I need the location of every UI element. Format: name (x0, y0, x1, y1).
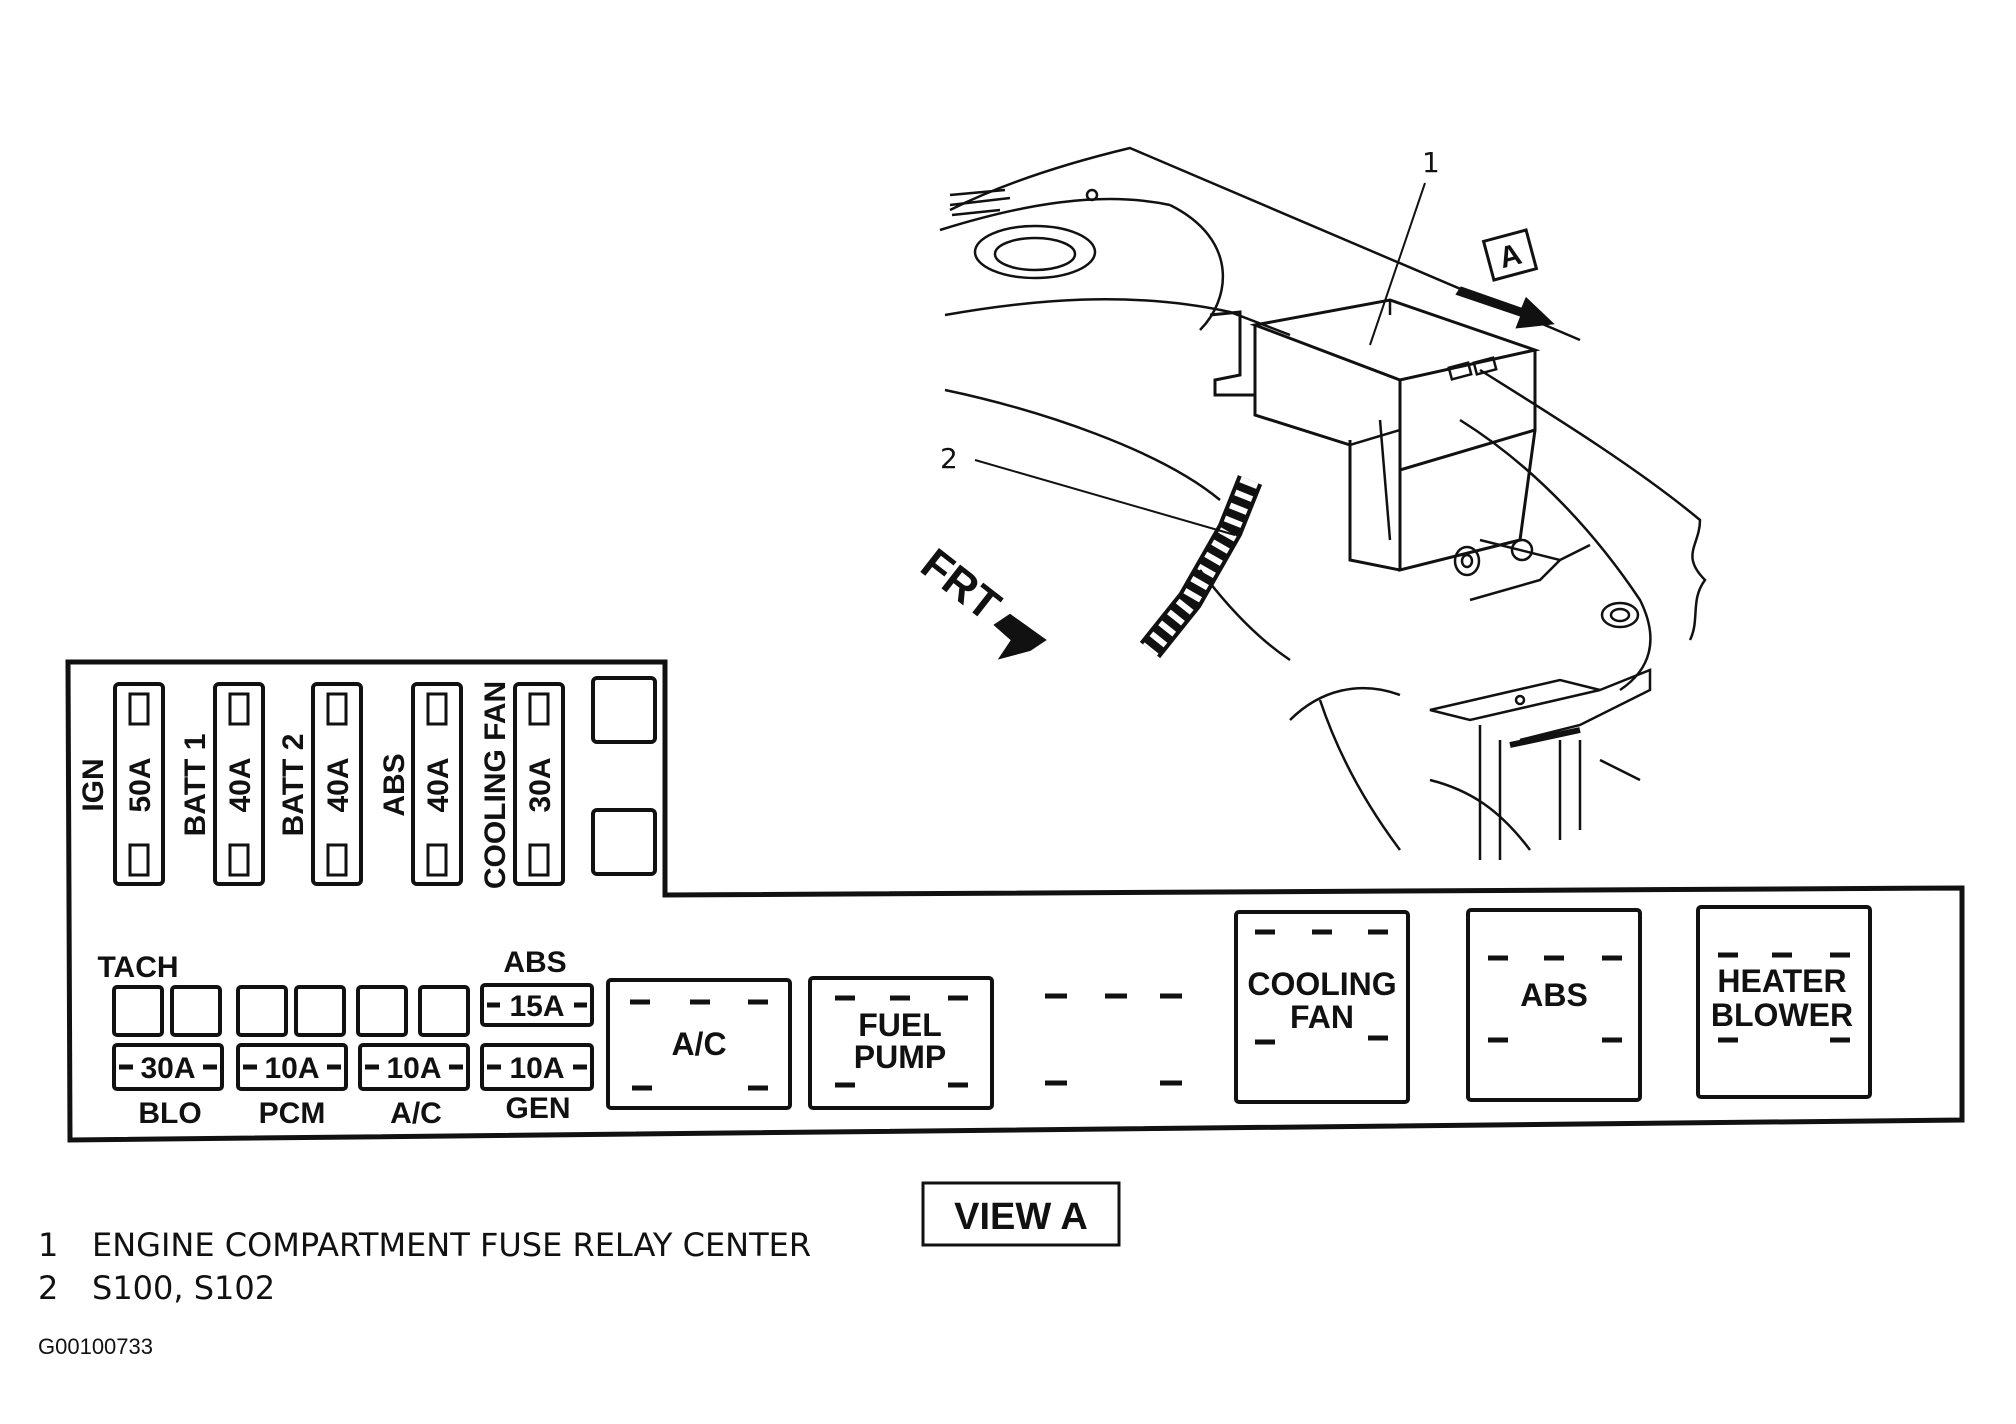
mini-fuse-sockets (112, 985, 470, 1037)
maxi-fuse-rating: 40A (422, 757, 455, 812)
fuse-block: 50A IGN 40A BATT 1 40A BATT 2 40A ABS (65, 659, 1965, 1143)
maxi-fuse-cooling-fan: 30A COOLING FAN (479, 681, 565, 889)
maxi-fuse-batt2: 40A BATT 2 (277, 682, 363, 886)
maxi-fuse-rating: 40A (322, 757, 355, 812)
legend-text: S100, S102 (92, 1269, 275, 1307)
view-a-marker: A (1455, 228, 1555, 329)
mini-fuse-rating: 10A (386, 1052, 441, 1085)
mini-fuse-circuit: BLO (138, 1097, 201, 1130)
legend-text: ENGINE COMPARTMENT FUSE RELAY CENTER (92, 1226, 811, 1264)
relay-label: A/C (671, 1026, 726, 1062)
relay-heater-blower: HEATER BLOWER (1696, 905, 1872, 1099)
empty-cavity (591, 808, 657, 876)
relay-label: ABS (1520, 977, 1588, 1013)
mini-fuse-rating: 30A (140, 1052, 195, 1085)
figure-id: G00100733 (38, 1334, 153, 1359)
mini-fuse-gen: 10A GEN (480, 1043, 594, 1125)
maxi-fuse-rating: 40A (224, 757, 257, 812)
front-label: FRT (912, 539, 1010, 630)
empty-cavity (591, 676, 657, 744)
mini-fuse-pcm: 10A PCM (236, 1043, 348, 1130)
maxi-fuse-circuit: ABS (378, 753, 411, 816)
relay-label: PUMP (854, 1039, 946, 1075)
maxi-fuse-rating: 50A (124, 757, 157, 812)
callout-1-number: 1 (1422, 146, 1440, 179)
maxi-fuse-rating: 30A (524, 757, 557, 812)
mini-fuse-abs-15a: 15A (480, 983, 594, 1027)
view-a-label-box: VIEW A (921, 1181, 1121, 1247)
legend-number: 2 (38, 1269, 58, 1307)
front-direction-indicator: FRT (912, 539, 1047, 660)
maxi-fuse-ign: 50A IGN (77, 682, 165, 886)
callout-2-number: 2 (940, 442, 958, 475)
mini-fuse-circuit: GEN (505, 1092, 570, 1125)
relay-fuel-pump: FUEL PUMP (808, 976, 994, 1110)
callout-2-leader (974, 459, 1236, 536)
maxi-fuse-circuit: COOLING FAN (479, 681, 512, 889)
legend: 1 ENGINE COMPARTMENT FUSE RELAY CENTER 2… (38, 1226, 811, 1307)
relay-label: FAN (1290, 999, 1354, 1035)
maxi-fuse-circuit: IGN (77, 758, 110, 811)
view-a-label: VIEW A (954, 1196, 1088, 1238)
maxi-fuse-circuit: BATT 2 (277, 734, 310, 837)
relay-label: COOLING (1247, 966, 1396, 1002)
relay-cooling-fan: COOLING FAN (1234, 910, 1410, 1104)
mini-fuse-circuit: PCM (259, 1097, 326, 1130)
relay-label: FUEL (858, 1007, 942, 1043)
mini-fuse-rating: 15A (509, 990, 564, 1023)
maxi-fuse-abs: 40A ABS (378, 682, 463, 886)
mini-fuse-circuit: A/C (390, 1097, 442, 1130)
engine-compartment-illustration (939, 146, 1707, 860)
callout-1-leader (1369, 182, 1426, 346)
relay-ac: A/C (606, 978, 792, 1110)
mini-fuse-rating: 10A (509, 1052, 564, 1085)
mini-fuse-ac: 10A A/C (358, 1043, 470, 1130)
maxi-fuse-circuit: BATT 1 (179, 734, 212, 837)
relay-abs: ABS (1466, 908, 1642, 1102)
legend-number: 1 (38, 1226, 58, 1264)
maxi-fuse-batt1: 40A BATT 1 (179, 682, 265, 886)
mini-fuse-rating: 10A (264, 1052, 319, 1085)
abs-mini-label: ABS (503, 946, 566, 979)
relay-label: HEATER (1717, 963, 1846, 999)
mini-fuse-blo: 30A BLO (112, 1043, 224, 1130)
tach-label: TACH (97, 951, 178, 984)
empty-relay-position (1045, 993, 1182, 1086)
relay-label: BLOWER (1711, 997, 1853, 1033)
